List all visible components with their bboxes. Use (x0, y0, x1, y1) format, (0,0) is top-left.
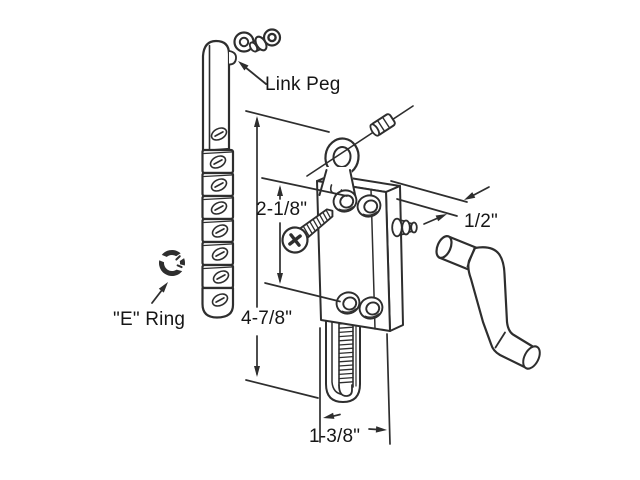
dim-2-1-8-label: 2-1/8" (256, 199, 308, 220)
side-stud (391, 217, 418, 238)
insertion-peg (369, 113, 396, 137)
grommet (356, 194, 382, 218)
link-peg-part (248, 28, 282, 53)
dim-1-2-label: 1/2" (464, 211, 498, 232)
mounting-plate (316, 174, 404, 332)
grommet (335, 291, 361, 315)
phillips-cross (288, 233, 302, 247)
screw (281, 208, 334, 254)
link-bar (201, 39, 237, 319)
rack-teeth (338, 322, 354, 384)
e-ring (152, 249, 192, 276)
dim-1-2 (390, 180, 490, 225)
link-peg-label: Link Peg (265, 74, 341, 95)
dim-1-3-8-label: 1-3/8" (309, 426, 361, 447)
dim-4-7-8 (245, 110, 330, 399)
grommets (332, 189, 384, 320)
e-ring-label: "E" Ring (113, 309, 186, 330)
dim-4-7-8-label: 4-7/8" (241, 308, 293, 329)
link-peg-leader (238, 61, 267, 85)
crank-handle (435, 235, 541, 370)
e-ring-leader (151, 282, 168, 304)
grommet (358, 296, 384, 320)
link-peg-boss (228, 50, 237, 66)
link-bar-segments (201, 148, 235, 319)
dim-1-3-8 (319, 327, 391, 445)
assembly-centerline (306, 105, 414, 177)
dim-2-1-8 (261, 177, 348, 303)
